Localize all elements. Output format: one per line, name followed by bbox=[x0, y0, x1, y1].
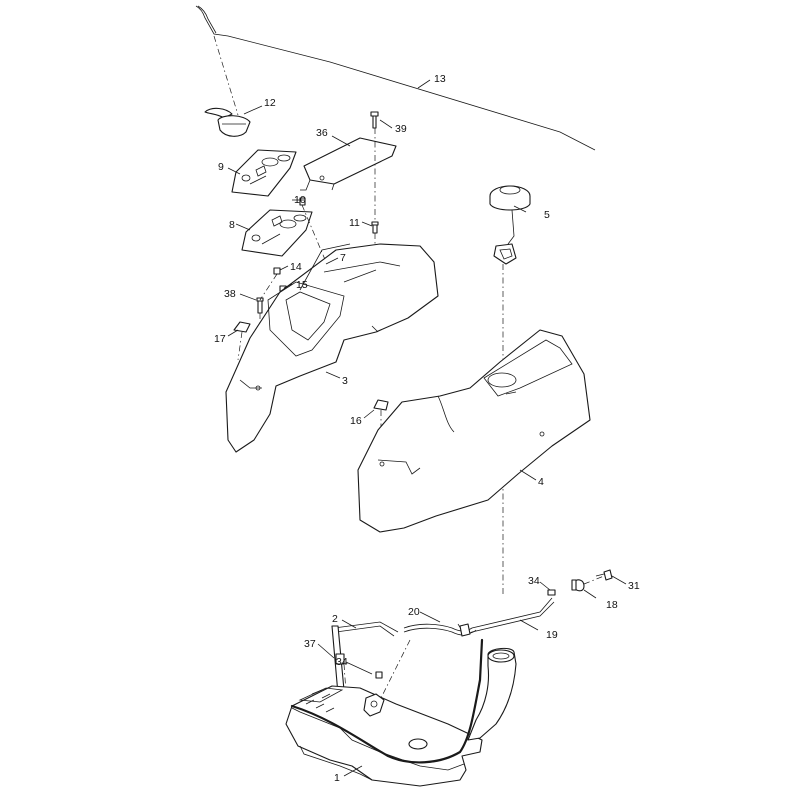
leader-lines bbox=[227, 79, 627, 777]
callout-8: 8 bbox=[229, 219, 235, 231]
callout-20: 20 bbox=[408, 606, 420, 618]
nut-10 bbox=[299, 197, 306, 206]
valve-18 bbox=[571, 579, 585, 592]
callout-3: 3 bbox=[342, 375, 348, 387]
callout-1: 1 bbox=[334, 772, 340, 784]
lower-shroud bbox=[357, 329, 591, 533]
callout-13: 13 bbox=[434, 73, 446, 85]
bolt-39 bbox=[370, 111, 379, 129]
callout-18: 18 bbox=[606, 599, 618, 611]
clamp-upper bbox=[547, 589, 556, 596]
nut-14 bbox=[273, 267, 281, 275]
fitting-31 bbox=[595, 569, 613, 581]
callout-17: 17 bbox=[214, 333, 226, 345]
fuel-tank bbox=[285, 638, 517, 787]
clamp-lower bbox=[375, 671, 383, 679]
callout-14: 14 bbox=[290, 261, 302, 273]
callout-12: 12 bbox=[264, 97, 276, 109]
bolt-11 bbox=[371, 221, 379, 234]
plug-16 bbox=[373, 399, 389, 411]
callout-11: 11 bbox=[349, 217, 360, 229]
callout-7: 7 bbox=[340, 252, 346, 264]
lower-plate bbox=[241, 209, 313, 257]
callout-34-lower: 34 bbox=[336, 656, 348, 668]
callout-2: 2 bbox=[332, 613, 338, 625]
callout-34-upper: 34 bbox=[528, 575, 540, 587]
cover-plate bbox=[300, 137, 397, 191]
callout-9: 9 bbox=[218, 161, 224, 173]
callout-4: 4 bbox=[538, 476, 544, 488]
plug-17 bbox=[233, 321, 251, 333]
upper-plate bbox=[231, 149, 297, 197]
callout-38: 38 bbox=[224, 288, 236, 300]
callout-16: 16 bbox=[350, 415, 362, 427]
bolt-38 bbox=[256, 297, 264, 314]
lever-knob bbox=[204, 107, 251, 137]
upper-shroud bbox=[225, 243, 439, 453]
callout-5: 5 bbox=[544, 209, 550, 221]
fuel-line bbox=[403, 597, 555, 637]
callout-39: 39 bbox=[395, 123, 407, 135]
control-rod bbox=[195, 5, 596, 151]
callout-37: 37 bbox=[304, 638, 316, 650]
callout-36: 36 bbox=[316, 127, 328, 139]
callout-10: 10 bbox=[294, 194, 306, 206]
fuel-cap bbox=[489, 185, 531, 265]
bracket bbox=[331, 621, 399, 695]
callout-31: 31 bbox=[628, 580, 640, 592]
callout-15: 15 bbox=[296, 279, 308, 291]
callout-19: 19 bbox=[546, 629, 558, 641]
callouts: 13 12 39 36 9 10 5 8 11 7 14 15 38 17 3 … bbox=[214, 73, 640, 784]
